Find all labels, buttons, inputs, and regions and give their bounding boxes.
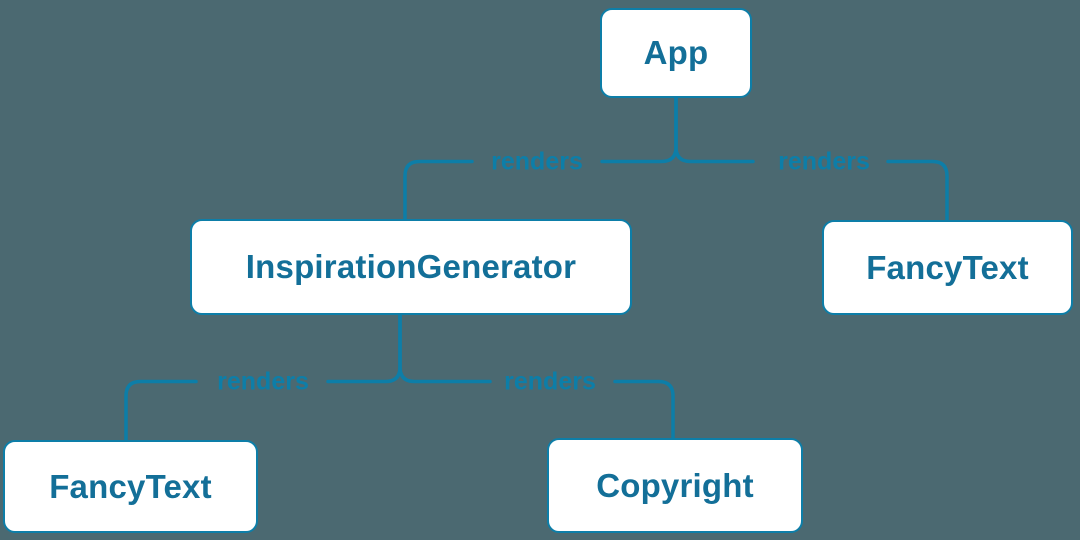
edge-app-to-fancytext-segment-a xyxy=(674,95,755,164)
edge-app-to-inspirationgenerator-segment-a xyxy=(600,95,678,164)
edge-app-to-fancytext-segment-b xyxy=(886,159,949,222)
edge-inspirationgenerator-to-copyright-segment-b xyxy=(613,379,675,440)
edge-inspirationgenerator-to-fancytext-segment-b xyxy=(124,379,198,442)
edge-inspirationgenerator-to-copyright-segment-a xyxy=(398,313,492,384)
node-fancy-text-right: FancyText xyxy=(822,220,1073,315)
edge-label-inspirationgenerator-copyright: renders xyxy=(504,367,596,396)
node-app: App xyxy=(600,8,752,98)
node-fancy-text-left: FancyText xyxy=(3,440,258,533)
edge-label-inspirationgenerator-fancytext: renders xyxy=(217,367,309,396)
edge-inspirationgenerator-to-fancytext-segment-a xyxy=(326,313,402,384)
edge-label-app-inspirationgenerator: renders xyxy=(491,147,583,176)
edge-app-to-inspirationgenerator-segment-b xyxy=(403,159,474,221)
edge-label-app-fancytext: renders xyxy=(778,147,870,176)
node-copyright: Copyright xyxy=(547,438,803,533)
node-inspiration-generator: InspirationGenerator xyxy=(190,219,632,315)
